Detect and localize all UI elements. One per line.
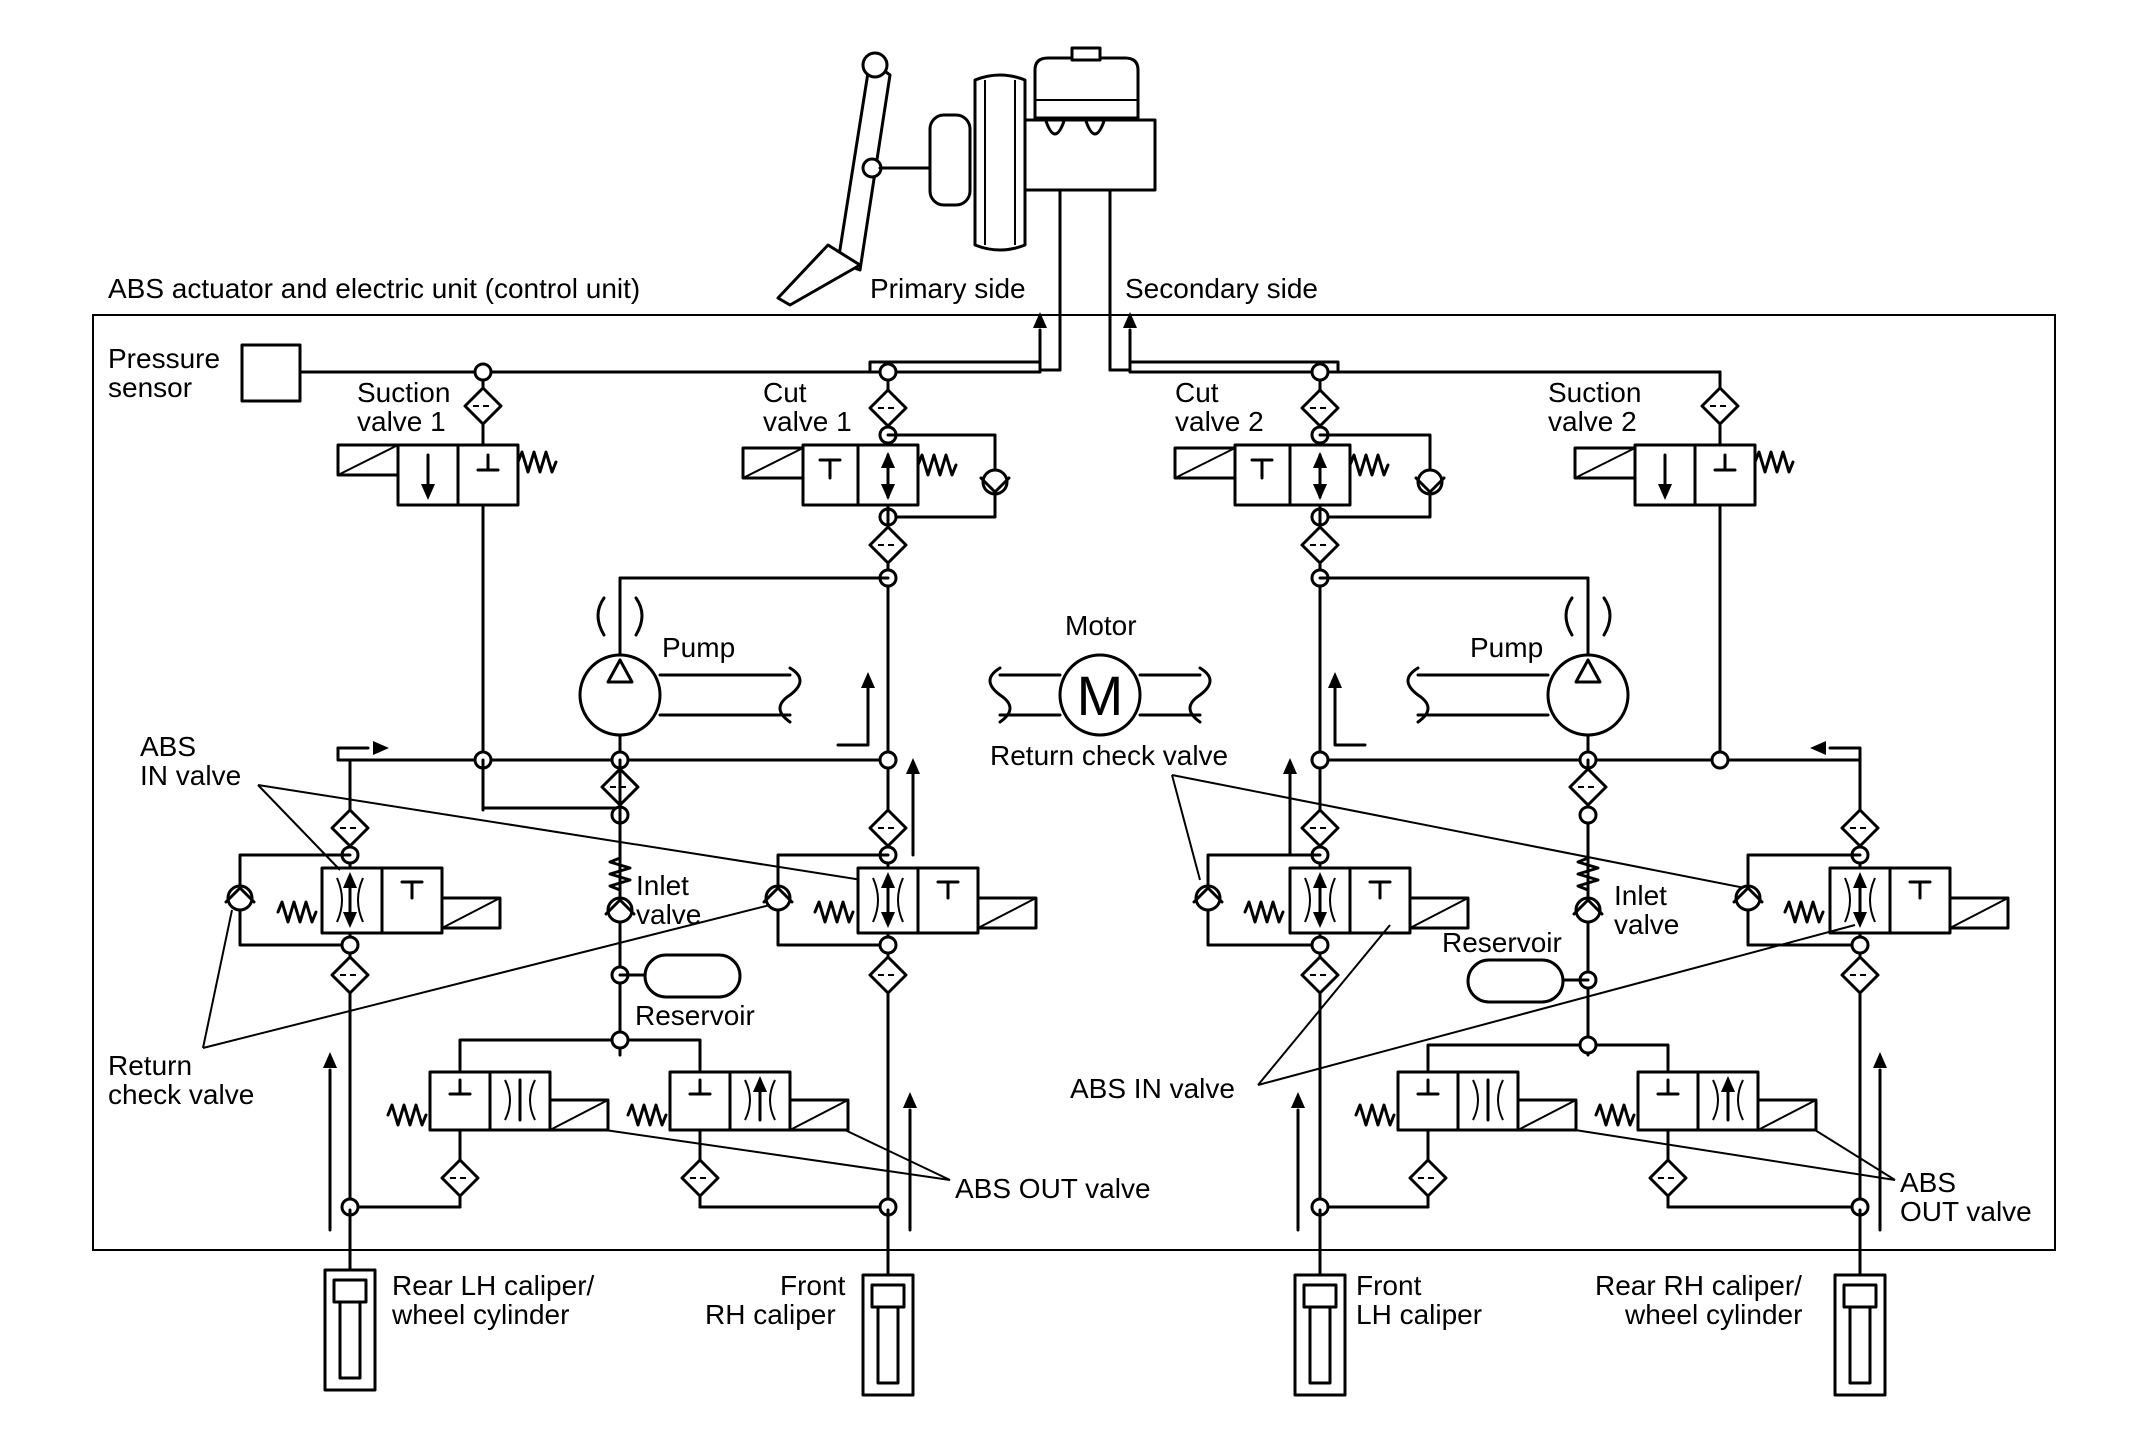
reservoir-left [643,953,742,999]
abs-in-valve-right-label: ABS IN valve [1070,1073,1235,1104]
inlet-valve-right-label-2: valve [1614,909,1679,940]
cut-valve-1-label-2: valve 1 [763,406,852,437]
rear-lh-caliper-label-2: wheel cylinder [391,1299,569,1330]
suction-valve-2-label-1: Suction [1548,377,1641,408]
inlet-valve-left-label-1: Inlet [636,870,689,901]
front-lh-caliper-icon [1293,1273,1347,1397]
cut-valve-2-label-2: valve 2 [1175,406,1264,437]
pump-left [578,576,890,762]
return-check-valve-left-label-1: Return [108,1050,192,1081]
rear-rh-caliper-label-2: wheel cylinder [1624,1299,1802,1330]
cut-valve-2 [1173,378,1446,1212]
rear-lh-caliper-icon [323,1268,377,1392]
abs-in-valve-left-label-2: IN valve [140,760,241,791]
abs-in-valve-left-label-1: ABS [140,731,196,762]
front-rh-caliper-icon [861,1273,915,1397]
unit-label: ABS actuator and electric unit (control … [108,273,640,304]
suction-valve-1-label-1: Suction [357,377,450,408]
reservoir-right [1466,958,1565,1004]
abs-out-valve-front-lh [1310,1070,1578,1217]
rear-rh-caliper-icon [1833,1273,1887,1397]
master-cylinder-icon [1023,46,1157,372]
abs-in-valve-front-lh [1192,808,1470,995]
suction-valve-2-label-2: valve 2 [1548,406,1637,437]
abs-out-valve-rear-lh [340,1070,610,1217]
control-unit-boundary [92,314,2056,1251]
abs-out-valve-right-label-1: ABS [1900,1167,1956,1198]
abs-out-valve-left-label: ABS OUT valve [955,1173,1151,1204]
cut-valve-1-label-1: Cut [763,377,807,408]
pressure-sensor-label-2: sensor [108,372,192,403]
abs-out-valve-right-label-2: OUT valve [1900,1196,2032,1227]
rear-rh-caliper-label-1: Rear RH caliper/ [1595,1270,1802,1301]
front-lh-caliper-label-2: LH caliper [1356,1299,1482,1330]
abs-out-valve-rear-rh [1594,1070,1870,1217]
suction-valve-2 [1573,370,1795,762]
brake-pedal-icon [776,51,962,307]
abs-in-valve-rear-rh [1732,758,2010,1212]
abs-in-valve-front-rh [762,808,1038,995]
pump-right-label: Pump [1470,632,1543,663]
abs-out-valve-front-rh [626,1070,898,1217]
brake-booster-icon [928,73,1027,252]
cut-valve-2-label-1: Cut [1175,377,1219,408]
inlet-valve-right-label-1: Inlet [1614,880,1667,911]
reservoir-right-label: Reservoir [1442,927,1562,958]
return-check-valve-center-label: Return check valve [990,740,1228,771]
return-check-valve-left-label-2: check valve [108,1079,254,1110]
abs-in-valve-rear-lh [224,758,502,1212]
front-rh-caliper-label-2: RH caliper [705,1299,836,1330]
front-rh-caliper-label-1: Front [780,1270,846,1301]
suction-valve-1-label-2: valve 1 [357,406,446,437]
reservoir-left-label: Reservoir [635,1000,755,1031]
motor-symbol: M [1077,664,1124,727]
suction-valve-1 [336,378,558,812]
front-lh-caliper-label-1: Front [1356,1270,1422,1301]
motor-label: Motor [1065,610,1137,641]
pressure-sensor-box [240,343,302,403]
secondary-side-label: Secondary side [1125,273,1318,304]
rear-lh-caliper-label-1: Rear LH caliper/ [392,1270,595,1301]
pump-right [1318,576,1630,762]
pressure-sensor-label-1: Pressure [108,343,220,374]
motor-icon: M [988,653,1212,737]
pump-left-label: Pump [662,632,735,663]
primary-side-label: Primary side [870,273,1026,304]
